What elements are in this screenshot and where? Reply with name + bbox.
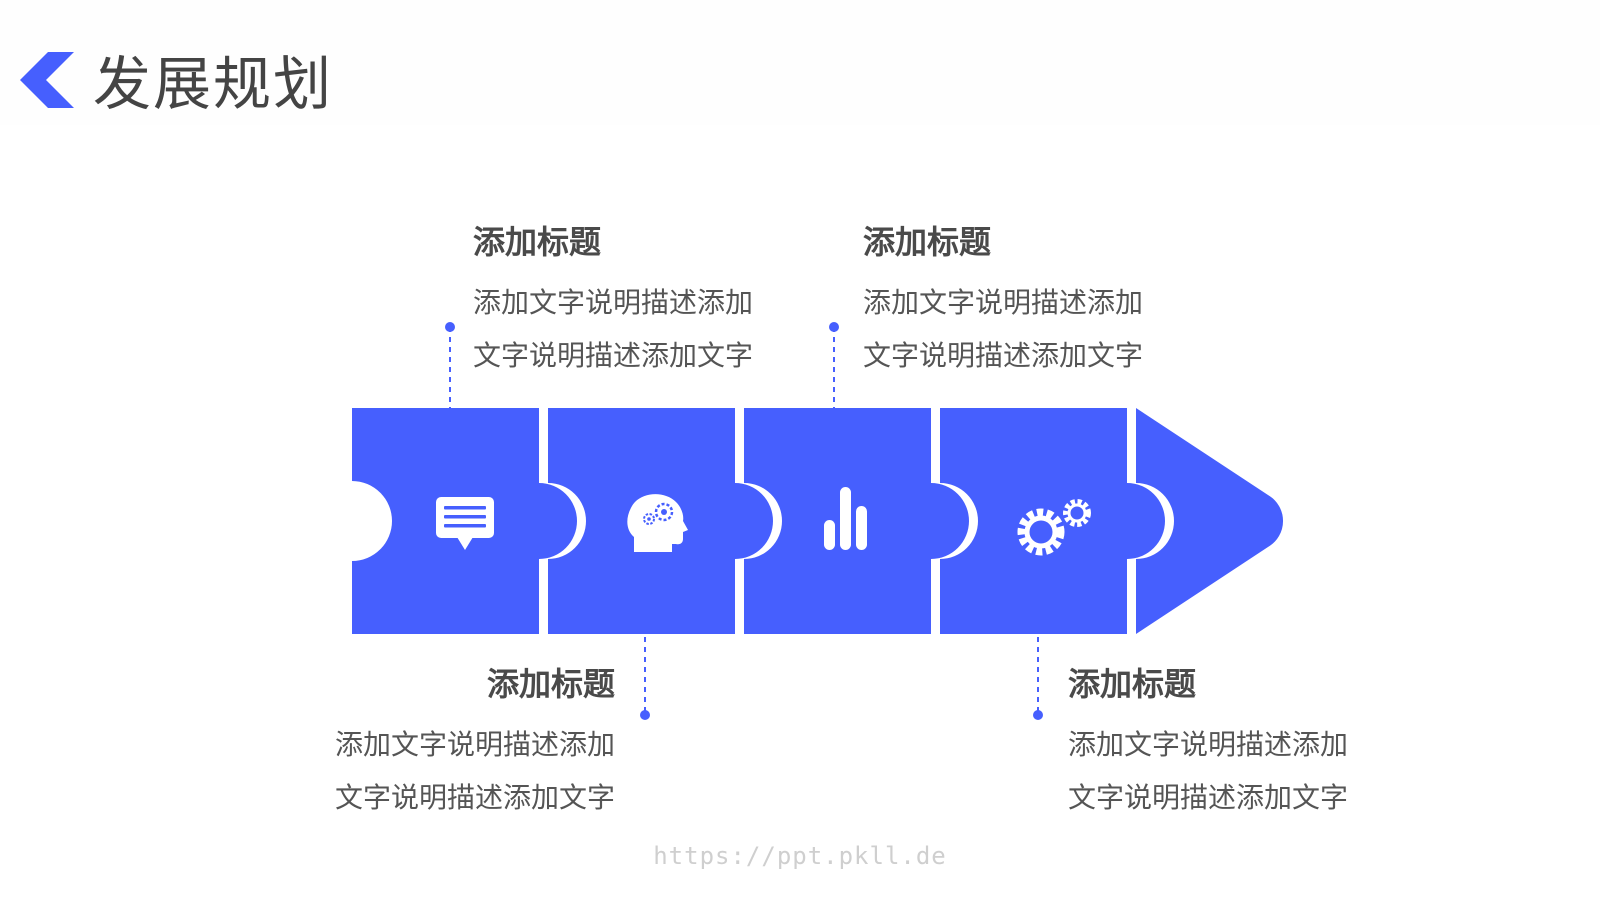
connector-dot-1 [445,322,455,332]
connector-dot-4 [1033,710,1043,720]
gears-icon [1017,499,1091,556]
chevron-left-icon[interactable] [20,52,76,108]
stage-3-desc-line-1: 添加文字说明描述添加 [863,286,1144,319]
stage-3-title: 添加标题 [863,223,992,261]
footer-url-watermark: https://ppt.pkll.de [653,842,947,870]
stage-4-desc-line-1: 添加文字说明描述添加 [1068,728,1349,761]
header-band [0,0,1600,125]
stage-1-title: 添加标题 [473,223,602,261]
stage-4-title: 添加标题 [1068,665,1197,703]
chat-bubble-icon [436,497,494,550]
connector-dot-2 [640,710,650,720]
stage-2-desc-line-1: 添加文字说明描述添加 [334,728,615,761]
page-title: 发展规划 [93,50,334,118]
puzzle-arrow-tip [1136,408,1284,634]
stage-4-desc-line-2: 文字说明描述添加文字 [1068,781,1349,814]
connector-dot-3 [829,322,839,332]
stage-2-desc-line-2: 文字说明描述添加文字 [334,781,615,814]
bar-chart-icon [824,487,867,550]
stage-2-title: 添加标题 [486,665,615,703]
head-gears-icon [627,494,688,552]
stage-1-desc-line-2: 文字说明描述添加文字 [473,339,754,372]
stage-3-desc-line-2: 文字说明描述添加文字 [863,339,1144,372]
stage-1-desc-line-1: 添加文字说明描述添加 [473,286,754,319]
